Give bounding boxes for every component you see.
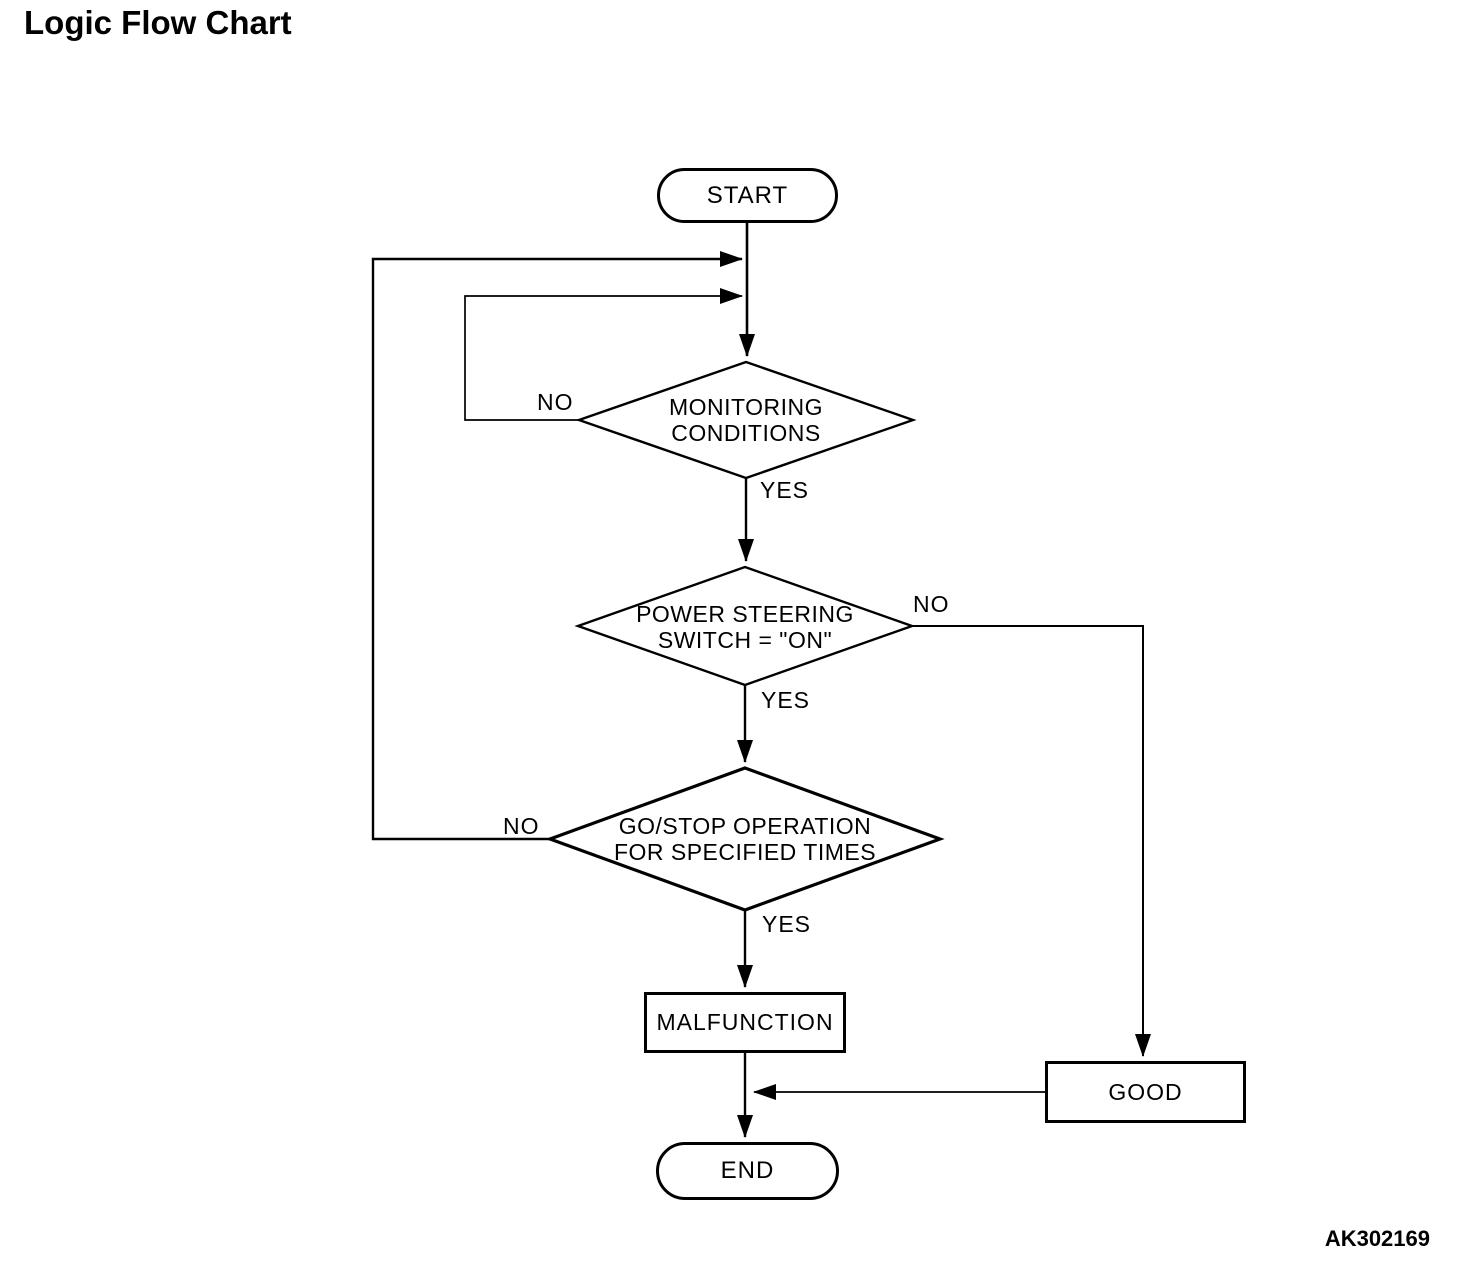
figure-code: AK302169 bbox=[1324, 1226, 1430, 1251]
node-gostop-label: GO/STOP OPERATION FOR SPECIFIED TIMES bbox=[613, 813, 877, 865]
node-end: END bbox=[656, 1142, 839, 1200]
page-title: Logic Flow Chart bbox=[24, 4, 292, 41]
node-good-label: GOOD bbox=[1108, 1078, 1183, 1105]
node-start: START bbox=[657, 168, 838, 223]
decision-power-steering-shape bbox=[574, 565, 916, 687]
node-malfunction-label: MALFUNCTION bbox=[656, 1009, 834, 1035]
edge-label-monitoring-no: NO bbox=[537, 389, 574, 415]
edge-power-no-to-good bbox=[912, 625, 1151, 1057]
edge-gostop-no-loop bbox=[371, 251, 743, 841]
edge-label-power-yes: YES bbox=[761, 687, 811, 713]
node-power-steering-label: POWER STEERING SWITCH = "ON" bbox=[636, 601, 854, 653]
decision-gostop-shape bbox=[545, 766, 945, 912]
edge-label-monitoring-yes: YES bbox=[760, 477, 810, 503]
edge-label-gostop-no: NO bbox=[503, 813, 540, 839]
node-start-label: START bbox=[706, 181, 789, 209]
node-good: GOOD bbox=[1045, 1061, 1246, 1123]
edge-label-gostop-yes: YES bbox=[762, 911, 812, 937]
node-monitoring-conditions-label: MONITORING CONDITIONS bbox=[668, 394, 824, 446]
node-end-label: END bbox=[720, 1157, 775, 1184]
node-malfunction: MALFUNCTION bbox=[644, 992, 846, 1053]
edge-label-power-no: NO bbox=[913, 591, 950, 617]
edge-monitoring-no-loop bbox=[464, 288, 743, 421]
decision-monitoring-shape bbox=[575, 360, 917, 480]
